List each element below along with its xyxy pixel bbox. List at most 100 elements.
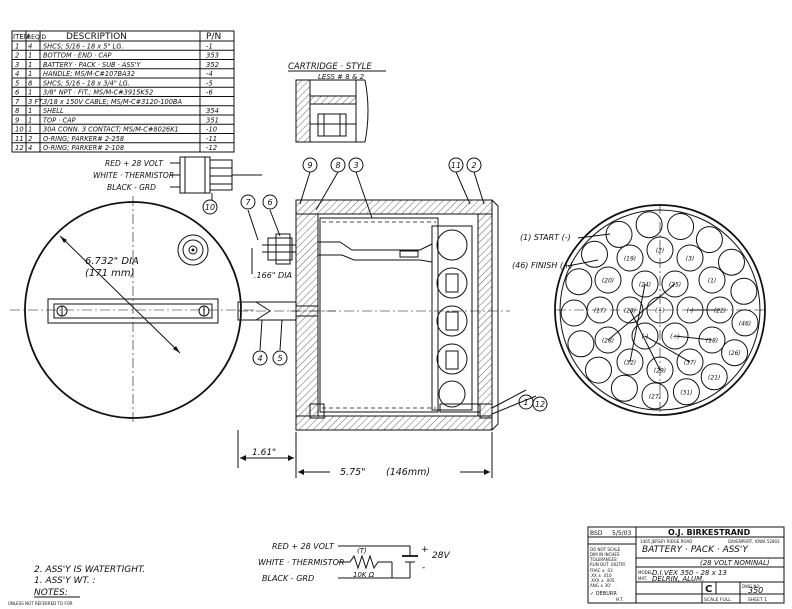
- balloon-circle: [302, 157, 318, 173]
- cell-label: (37): [684, 360, 696, 367]
- battery-cell: [560, 299, 588, 327]
- battery-cell: [698, 266, 726, 294]
- cell-label: (-): [642, 334, 649, 341]
- balloon-circle: [262, 194, 278, 210]
- cell-label: (20): [602, 278, 614, 285]
- tb-city: DAVENPORT, IOWA 52803: [728, 539, 780, 544]
- battery-cell: [616, 244, 644, 272]
- battery-cell: [616, 348, 644, 376]
- battery-cell: [676, 348, 704, 376]
- battery-cell: [594, 326, 622, 354]
- bom-item: 8: [15, 107, 20, 115]
- offset-dim-label: 1.61": [252, 448, 276, 458]
- battery-cell: [676, 244, 704, 272]
- balloon-label: 8: [335, 161, 340, 170]
- tb-company: O.J. BIRKESTRAND: [668, 528, 751, 537]
- bom-req: 4: [28, 42, 32, 50]
- bom-pn: 351: [206, 116, 219, 124]
- voltage-label: 28V: [432, 551, 450, 561]
- bom-req: 3 FT.: [28, 98, 44, 106]
- schematic: RED + 28 VOLT WHITE · THERMISTOR BLACK -…: [258, 542, 450, 583]
- left-end-view: 6.732" DIA (171 mm): [10, 196, 256, 424]
- cell-label: (27): [649, 393, 661, 400]
- bom-desc: 30A CONN. 3 CONTACT; MS/M-C#8026K1: [43, 126, 179, 134]
- bom-header-desc: DESCRIPTION: [66, 32, 127, 42]
- cell-label: (25): [669, 282, 681, 289]
- bom-desc: TOP · CAP: [43, 116, 76, 124]
- finish-terminal-label: (46) FINISH (+): [512, 261, 573, 270]
- battery-cell: [667, 213, 695, 240]
- bom-pn: 352: [206, 61, 219, 69]
- bom-desc: O-RING; PARKER# 2-108: [43, 144, 124, 152]
- tb-model: D.I.VEX 350 - 28 x 13: [652, 569, 727, 577]
- battery-cell: [610, 374, 638, 402]
- tb-tol7: .XXX ± .005: [590, 578, 615, 583]
- bom-desc: O-RING; PARKER# 2-258: [43, 135, 124, 143]
- tb-ht: H.T.: [616, 597, 623, 602]
- tb-tol5: FRAC ± .03: [590, 568, 613, 573]
- balloon-label: 6: [267, 198, 272, 207]
- wire-white-label: WHITE · THERMISTOR: [93, 171, 174, 180]
- bom-req: 1: [28, 116, 32, 124]
- balloon-circle: [330, 157, 346, 173]
- cell-label: (19): [624, 256, 636, 263]
- battery-cell: [594, 266, 622, 294]
- section-view: .166" DIA 1.61" 5.75" (146mm): [237, 171, 537, 478]
- cell-label: (17): [594, 308, 606, 315]
- balloon-label: 11: [451, 161, 461, 170]
- balloon-label: 12: [535, 400, 545, 409]
- balloon-circle: [240, 194, 256, 210]
- balloon-circle: [348, 157, 364, 173]
- tb-sheet: SHEET 1: [748, 597, 767, 603]
- tb-tol6: .XX ± .010: [590, 573, 612, 578]
- tb-title2: (28 VOLT NOMINAL): [700, 559, 770, 567]
- cell-label: (31): [680, 389, 692, 396]
- battery-cell: [585, 356, 612, 384]
- notes: 2. ASS'Y IS WATERTIGHT. 1. ASS'Y WT. : N…: [8, 565, 145, 606]
- cell-label: (46): [739, 320, 751, 327]
- sch-white-label: WHITE · THERMISTOR: [258, 558, 344, 567]
- right-end-view: (+)(-)(+)(-)(23)(24)(25)(22)(18)(37)(29)…: [512, 204, 766, 416]
- balloon-label: 5: [277, 354, 282, 363]
- start-terminal-label: (1) START (-): [520, 233, 571, 242]
- notes-title: NOTES:: [34, 588, 68, 598]
- small-dia-label: .166" DIA: [254, 271, 292, 280]
- tb-mat-label: MAT.: [638, 576, 647, 581]
- tb-tol3: TOLERANCES:: [589, 557, 618, 562]
- sch-black-label: BLACK - GRD: [262, 574, 314, 583]
- battery-cell: [730, 277, 758, 305]
- stamp-text: UNLESS NOT REFERRED TO FOR: [8, 601, 73, 606]
- diameter-mm-label: (171 mm): [85, 268, 135, 279]
- bom-pn: -10: [206, 126, 217, 134]
- bom-pn: -4: [206, 70, 213, 78]
- battery-cell: [631, 270, 659, 298]
- balloon-label: 2: [471, 161, 476, 170]
- bom-desc: BATTERY · PACK · SUB · ASS'Y: [43, 61, 141, 69]
- balloon-label: 4: [257, 354, 262, 363]
- cell-label: (26): [728, 350, 740, 357]
- balloon-label: 9: [307, 161, 312, 170]
- bom-desc: SHCS; 5/16 - 18 x 5" LG.: [43, 42, 123, 50]
- cell-label: (18): [706, 338, 718, 345]
- length-mm-label: (146mm): [386, 467, 430, 478]
- battery-cell: [698, 326, 726, 354]
- battery-cell: [661, 270, 689, 298]
- tb-model-label: MODEL: [638, 570, 653, 575]
- battery-cell: [718, 248, 745, 276]
- cell-label: (-): [687, 308, 694, 315]
- battery-cell: [581, 240, 608, 268]
- bom-req: 1: [28, 70, 32, 78]
- tb-tol8: ANG ± 30': [590, 583, 611, 588]
- balloon-circle: [272, 350, 288, 366]
- tb-material: DELRIN, ALUM.: [652, 575, 704, 583]
- tb-initials: BSD: [590, 530, 603, 537]
- bom-req: 2: [28, 135, 32, 143]
- bom-desc: SHCS; 5/16 - 18 x 3/4" LG.: [43, 79, 130, 87]
- tb-tol4: RUN OUT .002TIR: [590, 562, 625, 567]
- balloon-circle: [448, 157, 464, 173]
- battery-cell: [635, 211, 663, 239]
- bom-pn: -6: [206, 89, 213, 97]
- tb-tol1: DO NOT SCALE: [590, 547, 621, 552]
- bom-item: 1: [15, 42, 19, 50]
